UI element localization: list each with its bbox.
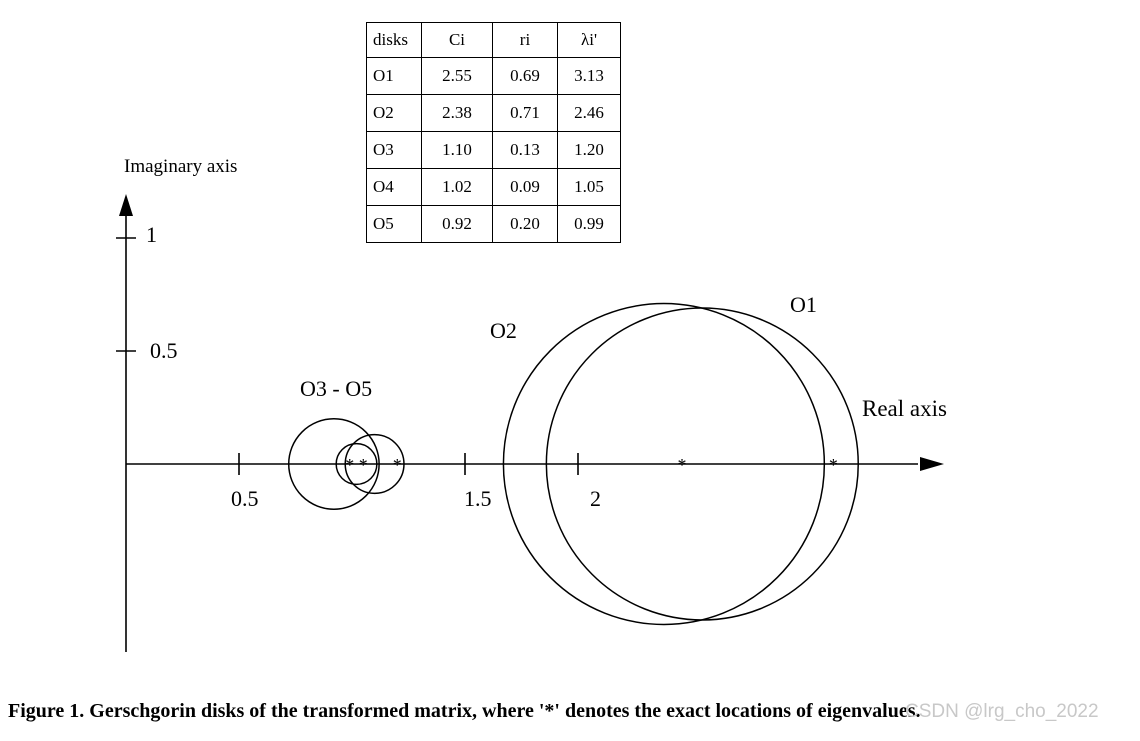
disks-layer — [287, 302, 859, 626]
table-cell: 1.20 — [557, 131, 621, 169]
table-cell: 0.13 — [492, 131, 558, 169]
eigenvalue-marker: * — [345, 455, 354, 475]
table-cell: 3.13 — [557, 57, 621, 95]
table-cell: 2.38 — [421, 94, 493, 132]
x-tick-label-1.5: 1.5 — [464, 486, 492, 511]
x-axis-label: Real axis — [862, 396, 947, 421]
table-cell: 2.55 — [421, 57, 493, 95]
table-cell: 2.46 — [557, 94, 621, 132]
table-header-cell: λi' — [557, 22, 621, 58]
table-header-cell: disks — [366, 22, 422, 58]
table-cell: 0.99 — [557, 205, 621, 243]
eigenvalue-marker: * — [677, 455, 686, 475]
eigenvalue-markers: ***** — [345, 455, 838, 475]
table-cell: 0.09 — [492, 168, 558, 206]
x-tick-label-2: 2 — [590, 486, 601, 511]
eigenvalue-marker: * — [393, 455, 402, 475]
disk-o2 — [502, 302, 826, 626]
disk-label-o1: O1 — [790, 292, 817, 317]
disk-o5 — [287, 418, 380, 510]
watermark: CSDN @lrg_cho_2022 — [905, 701, 1099, 722]
disk-o3 — [344, 433, 405, 495]
x-axis-arrowhead — [920, 457, 944, 471]
x-tick-label-0.5: 0.5 — [231, 486, 259, 511]
eigenvalue-marker: * — [359, 455, 368, 475]
table-cell: 1.05 — [557, 168, 621, 206]
disk-label-o3-o5: O3 - O5 — [300, 376, 373, 401]
table-header-cell: ri — [492, 22, 558, 58]
table-cell: O2 — [366, 94, 422, 132]
table-cell: O4 — [366, 168, 422, 206]
eigenvalue-marker: * — [829, 455, 838, 475]
y-tick-label-0.5: 0.5 — [150, 338, 178, 363]
table-cell: 1.10 — [421, 131, 493, 169]
table-cell: 1.02 — [421, 168, 493, 206]
table-cell: O5 — [366, 205, 422, 243]
table-cell: 0.69 — [492, 57, 558, 95]
y-axis-arrowhead — [119, 194, 133, 216]
y-tick-label-1: 1 — [146, 222, 157, 247]
axes — [116, 194, 944, 652]
table-cell: O3 — [366, 131, 422, 169]
disk-label-o2: O2 — [490, 318, 517, 343]
disk-o4 — [335, 442, 378, 486]
table-cell: 0.20 — [492, 205, 558, 243]
table-cell: O1 — [366, 57, 422, 95]
table-cell: 0.92 — [421, 205, 493, 243]
table-cell: 0.71 — [492, 94, 558, 132]
y-axis-label: Imaginary axis — [124, 156, 238, 177]
figure-caption: Figure 1. Gerschgorin disks of the trans… — [8, 700, 921, 722]
table-header-cell: Ci — [421, 22, 493, 58]
